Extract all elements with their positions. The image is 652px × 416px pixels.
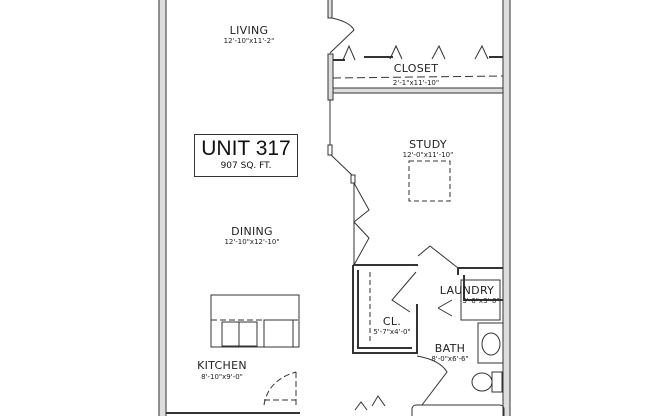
living-label: LIVING bbox=[229, 24, 269, 37]
washer-dryer bbox=[460, 279, 501, 321]
right-exterior-wall bbox=[502, 0, 511, 416]
cl-door bbox=[391, 271, 417, 313]
closet-bifold-doors bbox=[342, 44, 489, 61]
study-label: STUDY bbox=[409, 138, 447, 151]
dishwasher bbox=[263, 319, 294, 348]
closet-back-wall bbox=[332, 87, 504, 94]
bath-door bbox=[417, 245, 459, 269]
closet-label: CLOSET bbox=[393, 62, 439, 75]
kitchen-label: KITCHEN bbox=[197, 359, 247, 372]
kitchen-island bbox=[210, 294, 300, 348]
laundry-dimensions: 3'-6"x3'-0" bbox=[462, 297, 500, 305]
sink-icon bbox=[481, 332, 501, 356]
study-bifold-doors bbox=[353, 182, 370, 266]
partition-post-2 bbox=[350, 174, 356, 184]
kitchen-dimensions: 8'-10"x9'-0" bbox=[201, 373, 243, 381]
living-dimensions: 12'-10"x11'-2" bbox=[223, 37, 275, 45]
toilet-icon bbox=[471, 372, 493, 392]
left-exterior-wall bbox=[158, 0, 167, 416]
bath-door-lower bbox=[416, 355, 448, 406]
cl-dimensions: 5'-7"x4'-0" bbox=[373, 328, 411, 336]
vanity bbox=[477, 322, 504, 364]
toilet-tank bbox=[491, 371, 503, 393]
partition-angle bbox=[330, 154, 354, 177]
pantry-door bbox=[263, 371, 297, 406]
closet-side-wall bbox=[327, 53, 334, 101]
closet-dimensions: 2'-1"x11'-10" bbox=[392, 79, 440, 87]
study-desk-outline bbox=[408, 160, 451, 202]
entry-door bbox=[329, 17, 355, 54]
unit-area: 907 SQ. FT. bbox=[220, 161, 272, 171]
lower-bifold-doors bbox=[354, 395, 386, 411]
closet-shelf bbox=[332, 75, 504, 79]
bath-label: BATH bbox=[434, 342, 466, 355]
laundry-label: LAUNDRY bbox=[439, 284, 495, 297]
cl-label: CL. bbox=[382, 315, 402, 328]
unit-title: UNIT 317 bbox=[201, 137, 291, 160]
bathtub bbox=[411, 404, 505, 416]
cl-walls bbox=[352, 264, 418, 354]
partition-post bbox=[327, 144, 333, 156]
dining-label: DINING bbox=[231, 225, 273, 238]
laundry-walls bbox=[457, 267, 503, 301]
dining-dimensions: 12'-10"x12'-10" bbox=[224, 238, 280, 246]
bath-dimensions: 8'-0"x6'-6" bbox=[431, 355, 469, 363]
study-dimensions: 12'-0"x11'-10" bbox=[402, 151, 454, 159]
entry-wall-top bbox=[327, 0, 333, 19]
laundry-door bbox=[437, 299, 453, 317]
unit-info-box: UNIT 317 907 SQ. FT. bbox=[194, 134, 298, 177]
closet-front-wall bbox=[333, 56, 503, 61]
